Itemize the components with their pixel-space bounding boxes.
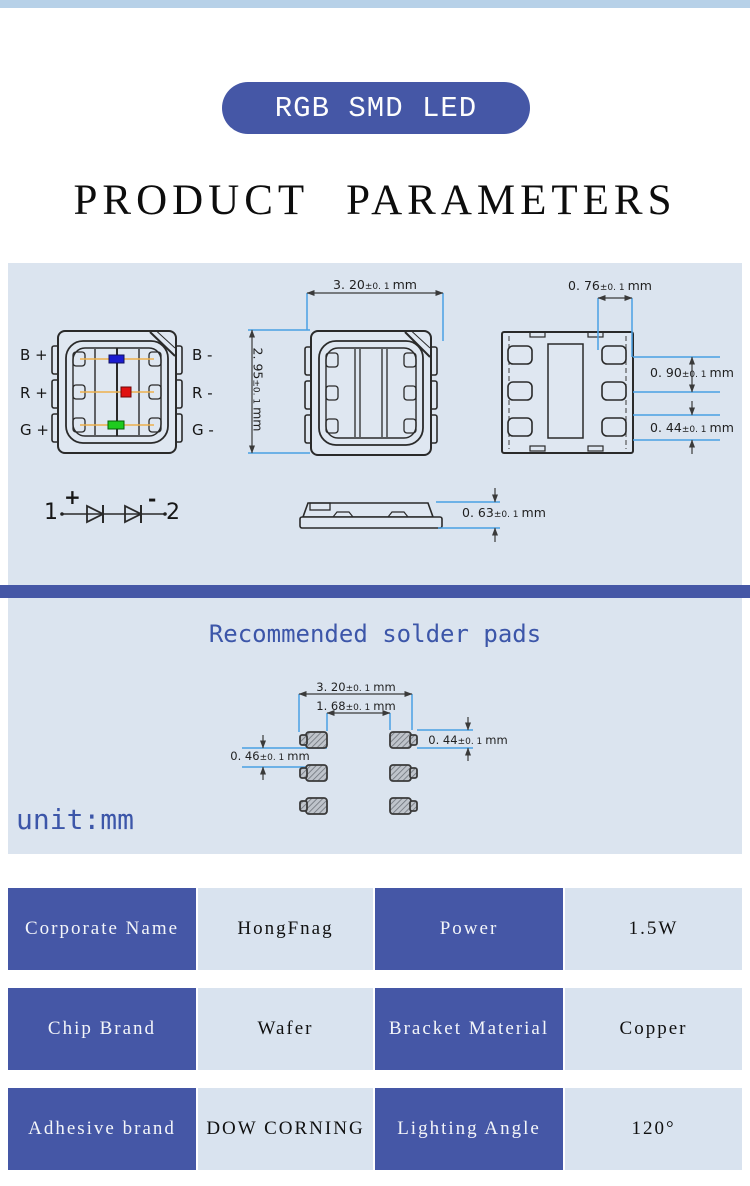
pin-label-g-minus: G - <box>192 421 214 439</box>
package-top-view-with-chips <box>51 330 183 454</box>
spec-cell-label: Chip Brand <box>8 988 196 1070</box>
table-row: Adhesive brand DOW CORNING Lighting Angl… <box>8 1088 742 1170</box>
package-top-view <box>304 330 438 456</box>
side-profile-view <box>299 502 443 529</box>
circuit-minus-sign: - <box>148 487 157 511</box>
product-badge-text: RGB SMD LED <box>274 91 478 125</box>
red-chip <box>120 386 132 398</box>
package-bottom-view <box>501 331 634 454</box>
spec-cell-value: Wafer <box>198 988 373 1070</box>
spec-cell-label: Power <box>375 888 563 970</box>
spec-cell-label: Bracket Material <box>375 988 563 1070</box>
spec-cell-label: Corporate Name <box>8 888 196 970</box>
circuit-node-1: 1 <box>44 500 58 525</box>
pin-label-r-minus: R - <box>192 384 213 402</box>
green-chip <box>107 420 125 430</box>
table-row: Corporate Name HongFnag Power 1.5W <box>8 888 742 970</box>
pin-label-g-plus: G + <box>20 421 49 439</box>
unit-label: unit:mm <box>16 803 135 836</box>
solder-heading: Recommended solder pads <box>208 620 542 648</box>
spec-cell-value: DOW CORNING <box>198 1088 373 1170</box>
page-title: PRODUCT PARAMETERS <box>73 177 677 224</box>
spec-cell-value: Copper <box>565 988 742 1070</box>
circuit-plus-sign: + <box>64 485 81 509</box>
spec-cell-value: 120° <box>565 1088 742 1170</box>
circuit-node-2: 2 <box>166 500 180 525</box>
pin-label-b-plus: B + <box>20 346 48 364</box>
polarity-circuit <box>60 504 167 524</box>
pin-label-b-minus: B - <box>192 346 213 364</box>
spec-cell-value: 1.5W <box>565 888 742 970</box>
dim-label-body-height: 2. 95±0. 1mm <box>250 347 266 432</box>
top-strip <box>0 0 750 8</box>
table-row: Chip Brand Wafer Bracket Material Copper <box>8 988 742 1070</box>
product-badge: RGB SMD LED <box>222 82 530 134</box>
pin-label-r-plus: R + <box>20 384 48 402</box>
blue-chip <box>108 354 125 364</box>
spec-cell-value: HongFnag <box>198 888 373 970</box>
divider-bar <box>0 585 750 598</box>
spec-cell-label: Adhesive brand <box>8 1088 196 1170</box>
spec-cell-label: Lighting Angle <box>375 1088 563 1170</box>
solder-panel <box>8 598 742 854</box>
